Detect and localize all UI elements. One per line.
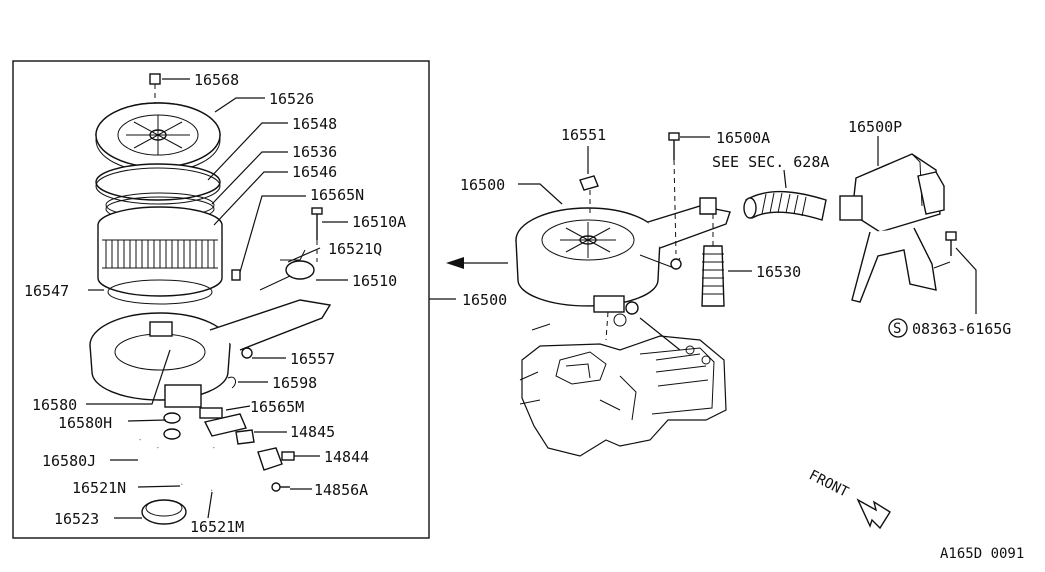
- diagram-code: A165D 0091: [940, 546, 1024, 562]
- label-16565m: 16565M: [250, 398, 304, 416]
- hose-16580j: [133, 439, 162, 466]
- label-16500-box: 16500: [462, 291, 507, 309]
- label-14845: 14845: [290, 423, 335, 441]
- boot-16530: [701, 214, 725, 307]
- pointer-arrow: [446, 257, 508, 269]
- label-16510: 16510: [352, 272, 397, 290]
- label-16523: 16523: [54, 510, 99, 528]
- label-16526: 16526: [269, 90, 314, 108]
- leaders-right: [518, 136, 977, 314]
- hose-16521m: [210, 447, 224, 492]
- label-16536: 16536: [292, 143, 337, 161]
- resonator-16500p: [839, 153, 951, 303]
- see-section-note: SEE SEC. 628A: [712, 153, 829, 171]
- screw-symbol: S: [893, 321, 901, 337]
- front-label: FRONT: [806, 467, 851, 501]
- label-16521q: 16521Q: [328, 240, 382, 258]
- wing-nut: [149, 73, 161, 106]
- seal-16523: [141, 499, 187, 525]
- filter-element: [97, 206, 223, 305]
- label-16510a: 16510A: [352, 213, 406, 231]
- valve-14844: [257, 447, 295, 471]
- label-16568: 16568: [194, 71, 239, 89]
- label-16521m: 16521M: [190, 518, 244, 536]
- label-16580h: 16580H: [58, 414, 112, 432]
- mount-dash: [605, 311, 609, 341]
- label-08363-6165g: 08363-6165G: [912, 320, 1011, 338]
- label-16580j: 16580J: [42, 452, 96, 470]
- clip-16598: [227, 376, 236, 389]
- label-16530: 16530: [756, 263, 801, 281]
- label-16557: 16557: [290, 350, 335, 368]
- label-14844: 14844: [324, 448, 369, 466]
- screw-symbol-badge: S: [888, 318, 908, 338]
- engine-outline: [519, 313, 727, 457]
- label-16500p: 16500P: [848, 118, 902, 136]
- clamp-16551: [579, 175, 599, 214]
- screw-14856a: [271, 482, 290, 492]
- front-arrow: FRONT: [806, 467, 891, 530]
- intake-duct: [743, 190, 827, 221]
- hose-16521n: [169, 436, 192, 485]
- thermo-valve: [231, 249, 315, 291]
- label-16598: 16598: [272, 374, 317, 392]
- air-cleaner-housing: [89, 299, 332, 408]
- air-cleaner-assembly: [515, 197, 731, 315]
- bolt-08363: [945, 231, 957, 256]
- cover-seal-ring: [95, 163, 221, 205]
- label-16580: 16580: [32, 396, 77, 414]
- label-14856a: 14856A: [314, 481, 368, 499]
- label-16500-main: 16500: [460, 176, 505, 194]
- label-16546: 16546: [292, 163, 337, 181]
- bolt-16510a: [311, 207, 323, 262]
- grommet-16580h: [163, 412, 181, 440]
- bracket-14845: [235, 429, 255, 445]
- air-cleaner-cover: [95, 102, 221, 173]
- label-16547: 16547: [24, 282, 69, 300]
- leaders-left: [86, 78, 348, 519]
- label-16565n: 16565N: [310, 186, 364, 204]
- bolt-16500a: [668, 132, 680, 255]
- leader-engine: [639, 317, 681, 351]
- label-16551: 16551: [561, 126, 606, 144]
- label-16521n: 16521N: [72, 479, 126, 497]
- vacuum-motor: [199, 407, 247, 437]
- label-16500a: 16500A: [716, 129, 770, 147]
- label-16548: 16548: [292, 115, 337, 133]
